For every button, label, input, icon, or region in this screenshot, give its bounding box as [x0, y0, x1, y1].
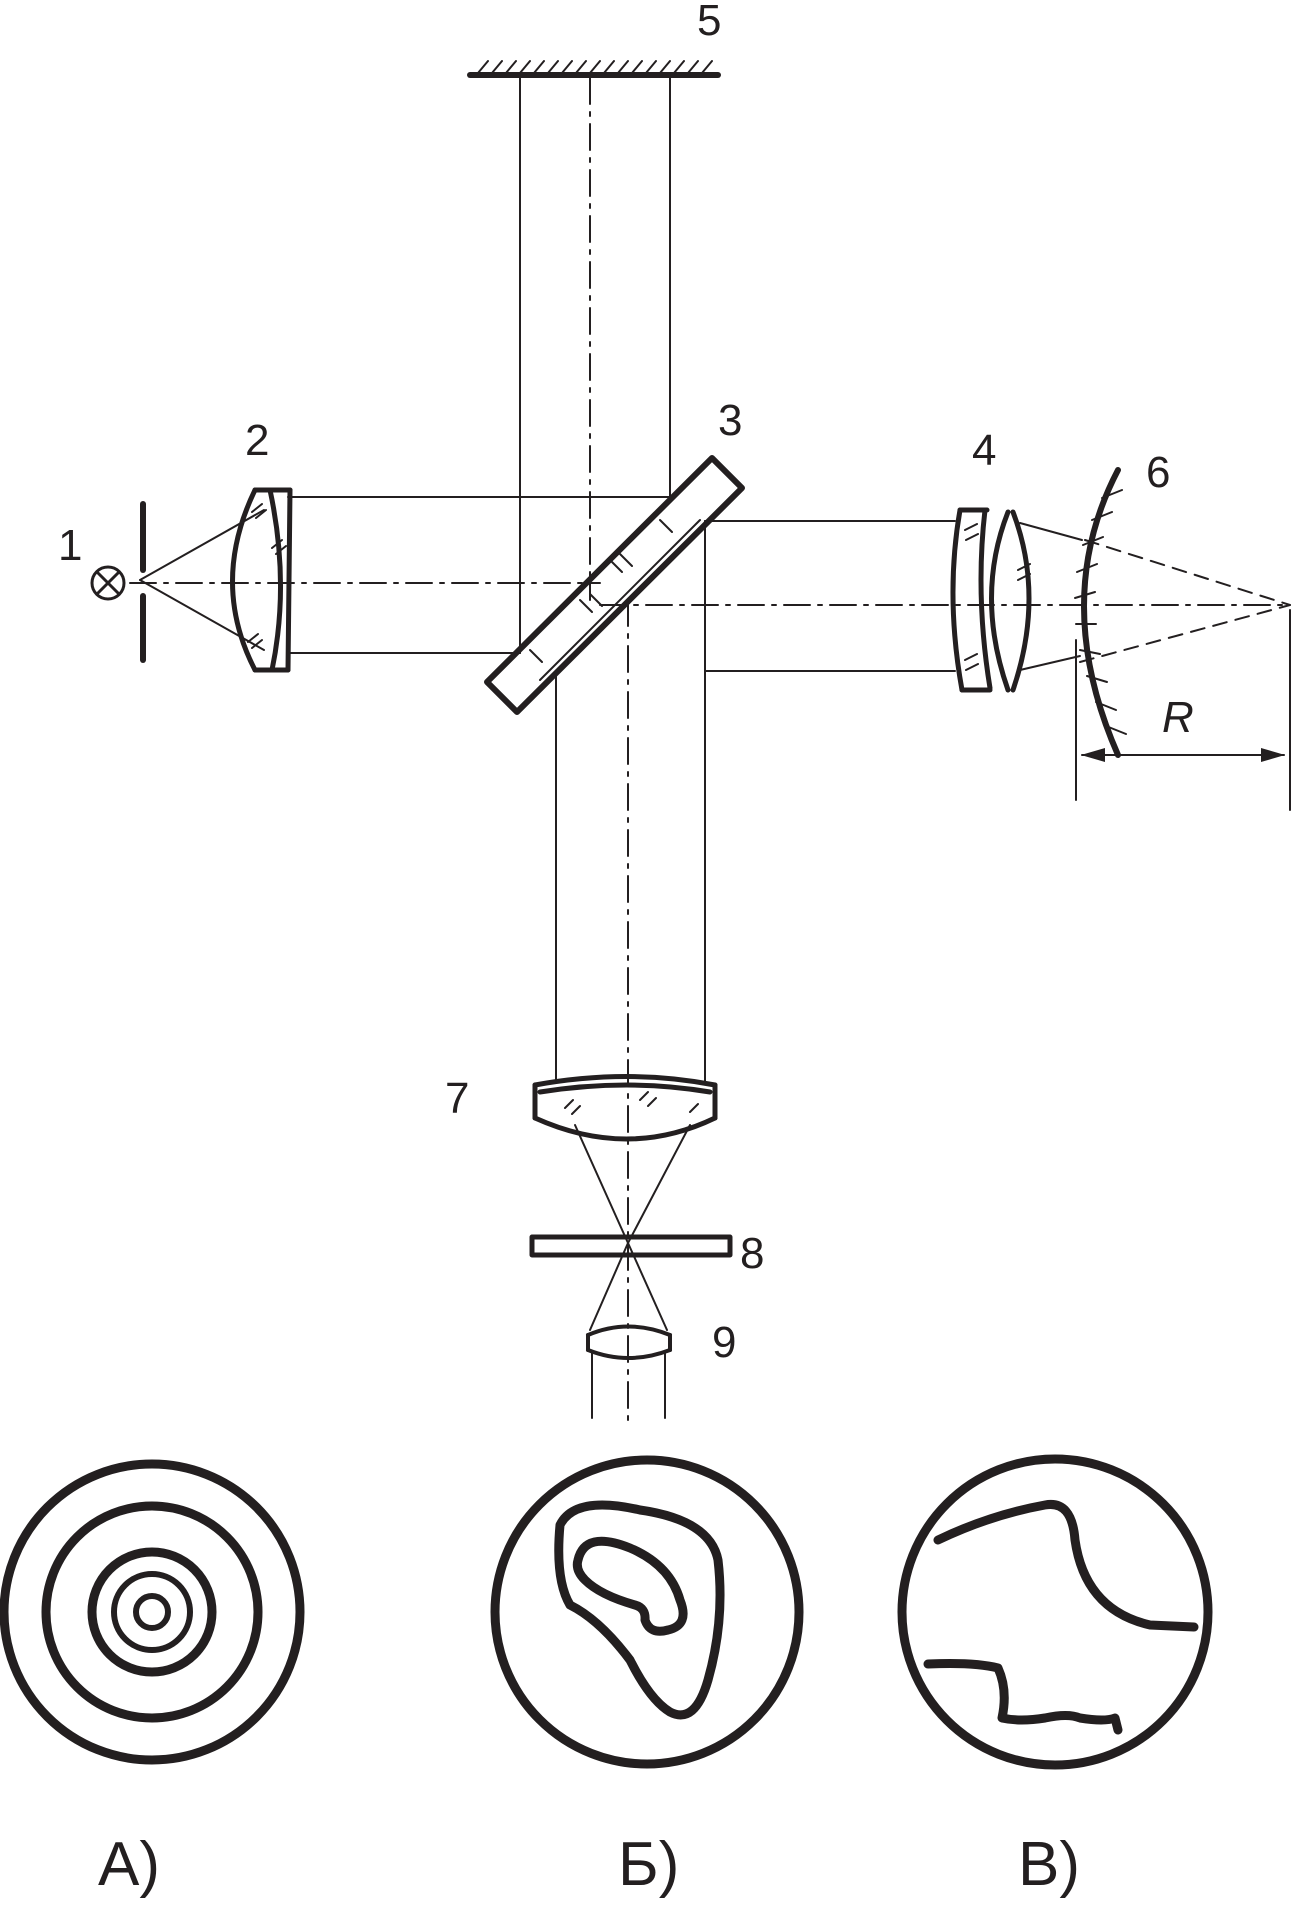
fringe-panel-b — [490, 1455, 804, 1769]
label-eyepiece: 9 — [712, 1318, 736, 1367]
eyepiece-lens — [586, 1324, 672, 1360]
beam-splitter — [484, 455, 745, 715]
caption-panel-c: В) — [1018, 1830, 1080, 1899]
label-test-objective: 4 — [972, 426, 996, 475]
label-source: 1 — [58, 521, 82, 570]
label-beam-splitter: 3 — [718, 396, 742, 445]
light-source — [90, 565, 126, 601]
radius-dimension — [1075, 609, 1291, 811]
label-screen: 8 — [740, 1229, 764, 1278]
curvature-rays — [1079, 539, 1291, 663]
label-test-surface: 6 — [1146, 448, 1170, 497]
test-surface — [1074, 467, 1127, 758]
fringe-panel-c — [897, 1454, 1213, 1770]
reference-mirror — [467, 60, 721, 78]
caption-panel-a: А) — [98, 1830, 160, 1899]
test-objective — [950, 507, 1032, 693]
optical-axes — [129, 77, 1291, 1421]
screen-plate — [529, 1234, 733, 1258]
fringe-panel-a — [0, 1459, 305, 1765]
objective-lens — [532, 1074, 718, 1142]
label-objective: 7 — [445, 1074, 469, 1123]
caption-panel-b: Б) — [618, 1830, 679, 1899]
beam-rays — [139, 74, 1083, 1419]
label-collimator: 2 — [245, 416, 269, 465]
label-radius: R — [1162, 693, 1194, 742]
labels: 1 2 3 4 5 6 7 8 9 R А) Б) В) — [58, 0, 1194, 1899]
collimator-lens — [230, 487, 293, 673]
label-reference-mirror: 5 — [697, 0, 721, 45]
